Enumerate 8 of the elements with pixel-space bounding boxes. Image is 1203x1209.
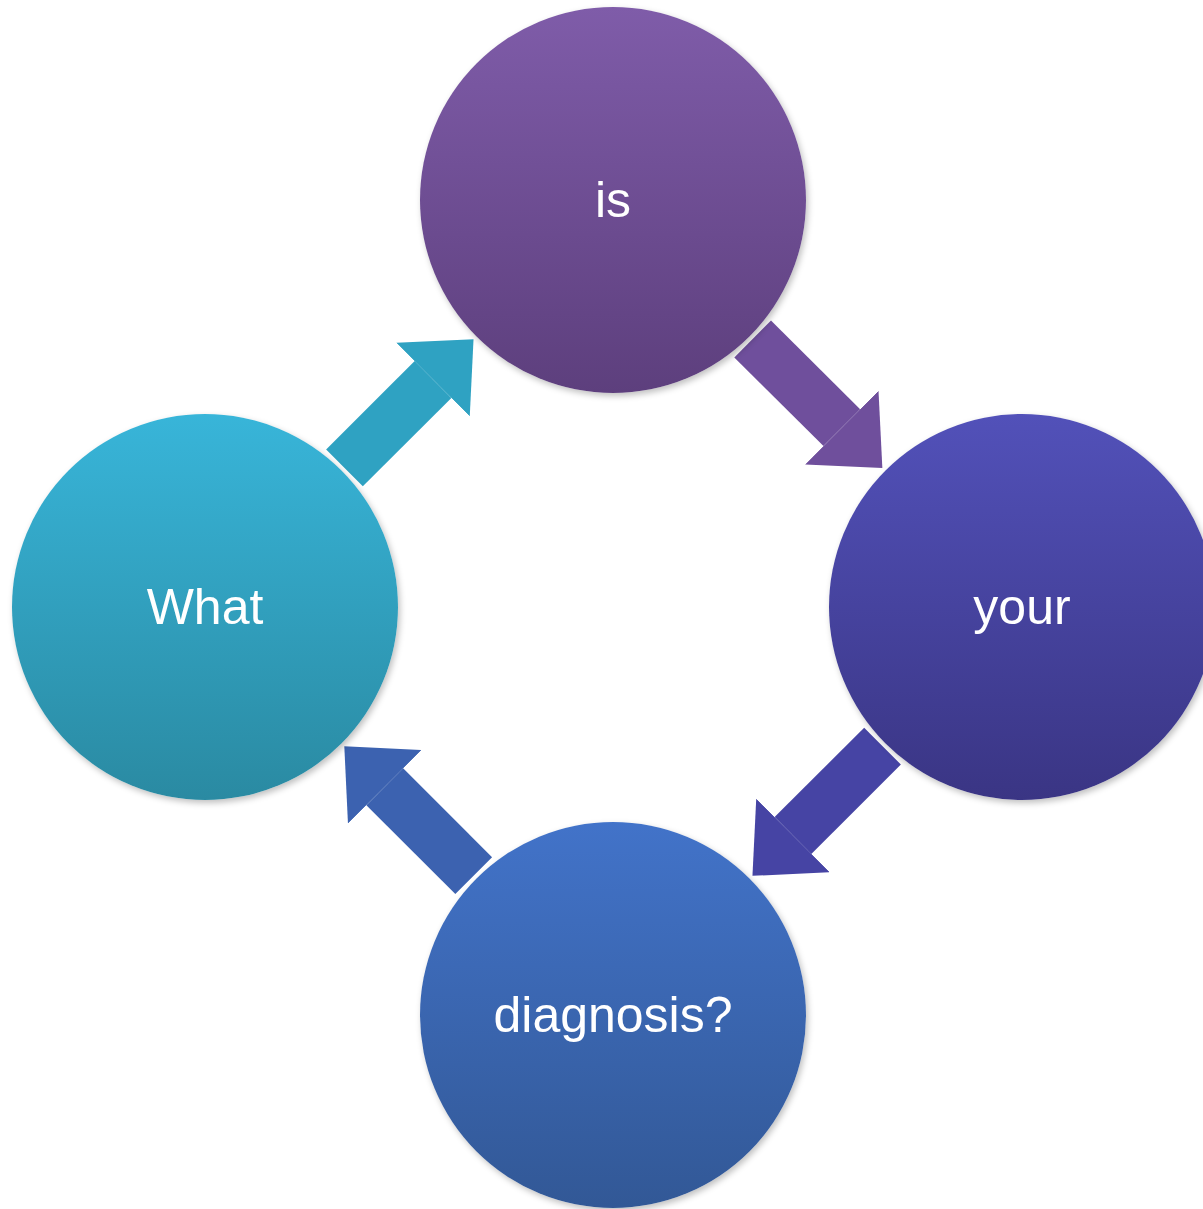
- node-label: is: [594, 171, 632, 229]
- block-arrow: [326, 339, 474, 487]
- block-arrow: [734, 320, 883, 469]
- node-label: diagnosis?: [493, 986, 733, 1044]
- block-arrow: [344, 746, 493, 895]
- node-label: What: [146, 578, 264, 636]
- block-arrow: [752, 727, 901, 876]
- node-label: your: [973, 578, 1071, 636]
